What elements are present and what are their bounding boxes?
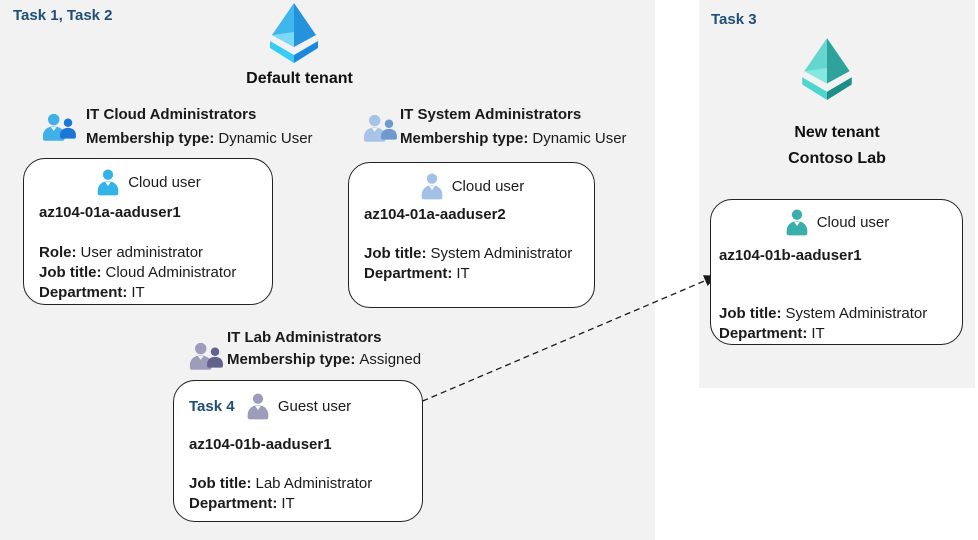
group-membership-lab-admins: Membership type:Assigned — [227, 351, 421, 368]
group-icon-lab-admins — [189, 342, 223, 370]
membership-label: Membership type: — [400, 130, 529, 147]
detail-label: Job title: — [189, 475, 252, 492]
new-tenant-icon — [802, 38, 852, 100]
detail-value: Lab Administrator — [255, 475, 373, 492]
detail-value: System Administrator — [430, 245, 573, 262]
user-name: az104-01b-aaduser1 — [189, 436, 332, 453]
detail-value: IT — [281, 495, 295, 512]
detail-row: Department:IT — [189, 494, 416, 514]
detail-row: Department:IT — [39, 283, 266, 303]
group-icon-system-admins — [363, 114, 397, 142]
user-type-label: Cloud user — [128, 173, 201, 191]
guest-user-card: Task 4 Guest user az104-01b-aaduser1 Job… — [173, 380, 423, 522]
detail-label: Department: — [189, 495, 278, 512]
detail-label: Job title: — [364, 245, 427, 262]
detail-row: Job title:Cloud Administrator — [39, 263, 266, 283]
membership-label: Membership type: — [227, 351, 356, 368]
group-title-system-admins: IT System Administrators — [400, 106, 582, 123]
guest-user-icon — [247, 393, 269, 420]
card-header: Cloud user — [711, 207, 962, 237]
detail-label: Department: — [719, 325, 808, 342]
membership-value: Dynamic User — [218, 130, 313, 147]
membership-value: Assigned — [359, 351, 422, 368]
group-title-cloud-admins: IT Cloud Administrators — [86, 106, 257, 123]
user-type-label: Cloud user — [451, 177, 525, 195]
card-header: Guest user — [174, 391, 422, 421]
user-details: Role:User administrator Job title:Cloud … — [39, 243, 266, 303]
user-details: Job title:System Administrator Departmen… — [719, 304, 956, 344]
new-tenant-name-line2: Contoso Lab — [788, 150, 886, 167]
detail-row: Department:IT — [719, 324, 956, 344]
detail-value: IT — [131, 284, 145, 301]
detail-label: Role: — [39, 244, 77, 261]
user-name: az104-01a-aaduser2 — [364, 206, 506, 223]
detail-row: Job title:System Administrator — [364, 244, 588, 264]
detail-value: IT — [456, 265, 470, 282]
cloud-user-icon — [786, 209, 808, 236]
detail-row: Role:User administrator — [39, 243, 266, 263]
detail-value: IT — [811, 325, 825, 342]
detail-label: Department: — [364, 265, 453, 282]
detail-row: Department:IT — [364, 264, 588, 284]
default-tenant-name: Default tenant — [246, 70, 353, 87]
detail-value: Cloud Administrator — [105, 264, 237, 281]
user-card-aaduser2: Cloud user az104-01a-aaduser2 Job title:… — [348, 162, 595, 308]
membership-value: Dynamic User — [532, 130, 627, 147]
user-type-label: Cloud user — [816, 213, 890, 231]
detail-row: Job title:System Administrator — [719, 304, 956, 324]
azure-ad-tenant-icon — [270, 3, 318, 63]
user-details: Job title:Lab Administrator Department:I… — [189, 474, 416, 514]
cloud-user-icon — [97, 169, 119, 196]
group-icon-cloud-admins — [42, 113, 76, 141]
cloud-user-icon — [421, 173, 443, 200]
group-title-lab-admins: IT Lab Administrators — [227, 329, 382, 346]
new-tenant-user-card: Cloud user az104-01b-aaduser1 Job title:… — [710, 199, 963, 345]
detail-label: Job title: — [719, 305, 782, 322]
user-name: az104-01b-aaduser1 — [719, 247, 862, 264]
new-tenant-name-line1: New tenant — [794, 124, 880, 141]
group-membership-system-admins: Membership type:Dynamic User — [400, 130, 627, 147]
task-3-label: Task 3 — [711, 11, 757, 28]
user-name: az104-01a-aaduser1 — [39, 204, 181, 221]
user-card-aaduser1: Cloud user az104-01a-aaduser1 Role:User … — [23, 158, 273, 305]
card-header: Cloud user — [349, 171, 594, 201]
detail-label: Job title: — [39, 264, 102, 281]
task-1-2-label: Task 1, Task 2 — [13, 7, 113, 24]
detail-value: User administrator — [80, 244, 204, 261]
detail-value: System Administrator — [785, 305, 928, 322]
detail-label: Department: — [39, 284, 128, 301]
user-details: Job title:System Administrator Departmen… — [364, 244, 588, 284]
membership-label: Membership type: — [86, 130, 215, 147]
detail-row: Job title:Lab Administrator — [189, 474, 416, 494]
card-header: Cloud user — [24, 167, 272, 197]
user-type-label: Guest user — [277, 397, 352, 415]
task-4-label: Task 4 — [189, 398, 235, 415]
group-membership-cloud-admins: Membership type:Dynamic User — [86, 130, 313, 147]
